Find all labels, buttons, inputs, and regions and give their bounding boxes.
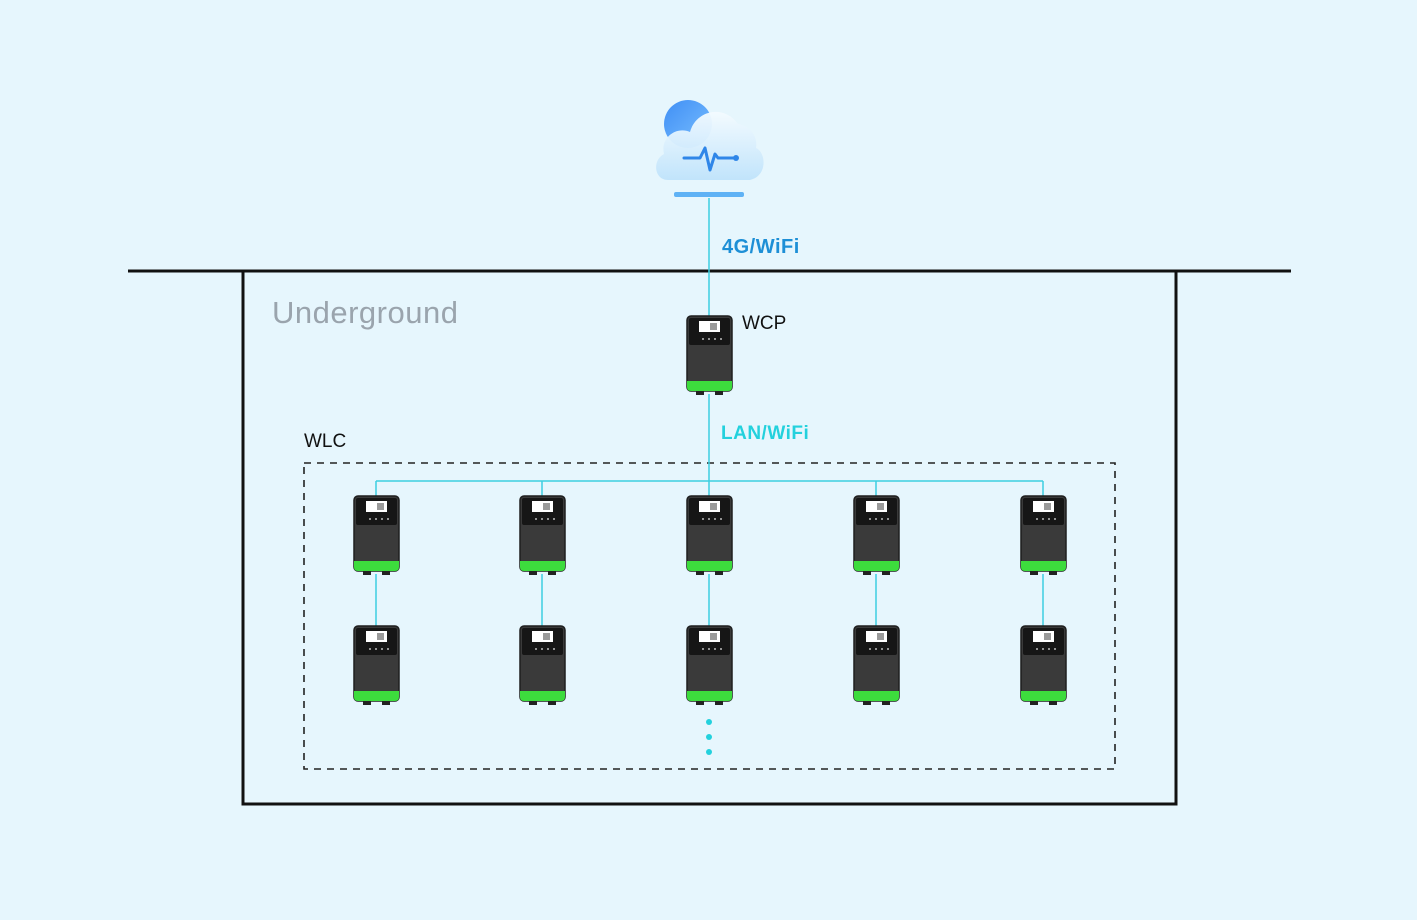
ev-charger-icon: [519, 495, 566, 575]
zone-label: Underground: [272, 295, 459, 330]
group-label: WLC: [304, 431, 347, 452]
wlc-charger: [353, 495, 400, 576]
ev-charger-icon: [853, 625, 900, 705]
uplink-label: 4G/WiFi: [722, 236, 800, 258]
wlc-charger: [853, 495, 900, 576]
wlc-charger: [519, 495, 566, 576]
ev-charger-icon: [686, 315, 733, 395]
continuation-dots: [706, 719, 712, 755]
master-label: WCP: [742, 313, 787, 334]
wlc-charger: [853, 625, 900, 706]
ev-charger-icon: [1020, 495, 1067, 575]
ev-charger-icon: [519, 625, 566, 705]
wlc-charger: [353, 625, 400, 706]
wlc-charger: [1020, 625, 1067, 706]
wlc-charger: [686, 495, 733, 576]
bus-drop-lines: [375, 481, 1044, 496]
wcp-charger: [686, 315, 733, 396]
ev-charger-icon: [853, 495, 900, 575]
underground-boundary: [241, 271, 1178, 806]
ev-charger-icon: [686, 625, 733, 705]
cloud-monitor-icon: [650, 96, 768, 205]
ev-charger-icon: [686, 495, 733, 575]
ev-charger-icon: [1020, 625, 1067, 705]
wlc-charger: [519, 625, 566, 706]
row-link-lines: [375, 574, 1044, 626]
ev-charger-icon: [353, 495, 400, 575]
ev-charger-icon: [353, 625, 400, 705]
lan-label: LAN/WiFi: [721, 423, 810, 444]
wlc-charger: [1020, 495, 1067, 576]
wlc-charger: [686, 625, 733, 706]
